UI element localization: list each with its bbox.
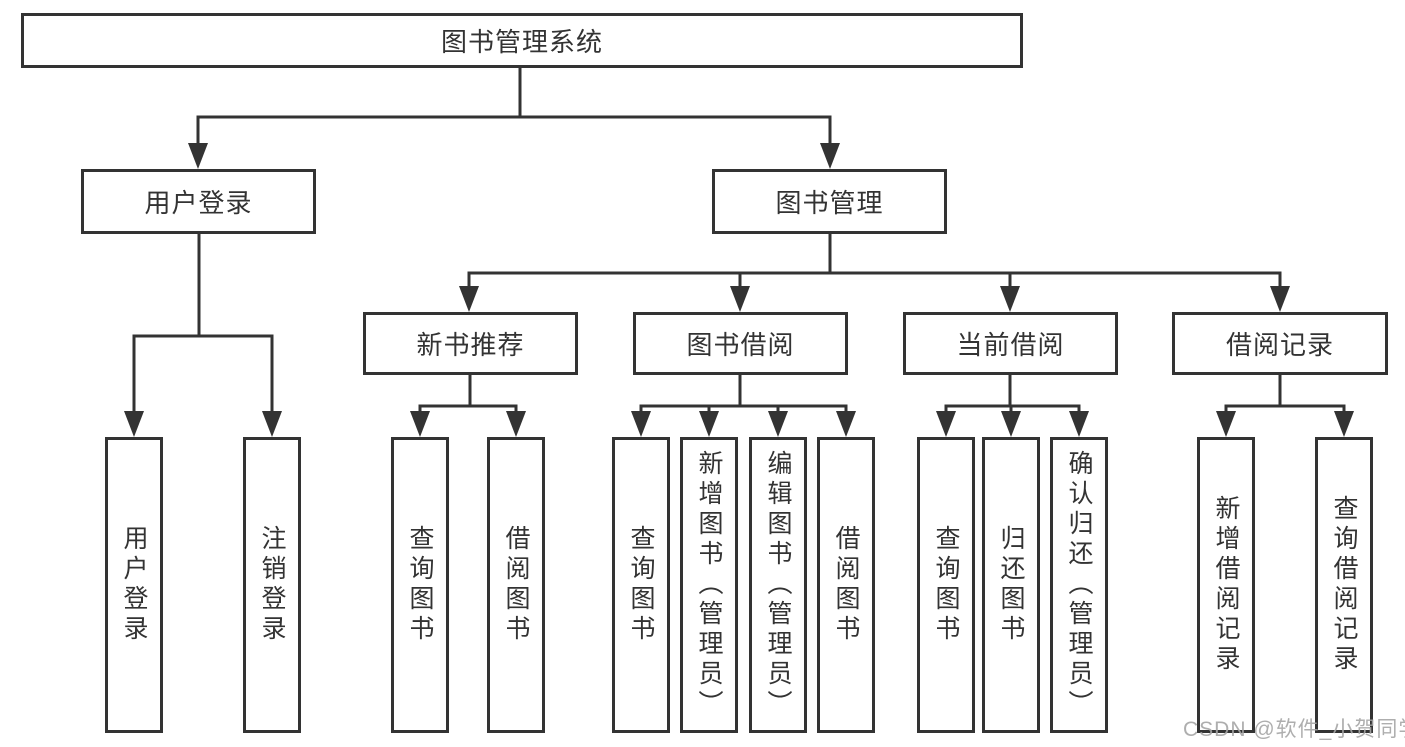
leaf-add-books-admin: 新增图书（管理员）	[680, 437, 738, 733]
leaf-query-books-3: 查询图书	[917, 437, 975, 733]
node-root: 图书管理系统	[21, 13, 1023, 68]
leaf-user-login: 用户登录	[105, 437, 163, 733]
leaf-return-books: 归还图书	[982, 437, 1040, 733]
edge-book-borrow	[639, 375, 848, 414]
leaf-borrow-books-1: 借阅图书	[487, 437, 545, 733]
node-user-login: 用户登录	[81, 169, 316, 234]
leaf-borrow-books-2: 借阅图书	[817, 437, 875, 733]
leaf-edit-books-admin: 编辑图书（管理员）	[749, 437, 807, 733]
arrowheads	[124, 143, 1354, 437]
edge-user-login	[132, 234, 274, 414]
node-current-borrow: 当前借阅	[903, 312, 1118, 375]
node-book-borrow: 图书借阅	[633, 312, 848, 375]
leaf-query-books-1: 查询图书	[391, 437, 449, 733]
node-borrow-record: 借阅记录	[1172, 312, 1388, 375]
leaf-logout: 注销登录	[243, 437, 301, 733]
node-new-book-recommend: 新书推荐	[363, 312, 578, 375]
leaf-query-borrow-record: 查询借阅记录	[1315, 437, 1373, 733]
watermark: CSDN @软件_小贺同学	[1183, 718, 1405, 741]
edge-book-management	[467, 234, 1282, 289]
edge-root	[196, 68, 832, 146]
node-book-management: 图书管理	[712, 169, 947, 234]
leaf-confirm-return-admin: 确认归还（管理员）	[1050, 437, 1108, 733]
edge-current-borrow	[944, 375, 1081, 414]
edge-new-book-recommend	[418, 375, 518, 414]
edge-borrow-record	[1224, 375, 1346, 414]
leaf-add-borrow-record: 新增借阅记录	[1197, 437, 1255, 733]
leaf-query-books-2: 查询图书	[612, 437, 670, 733]
